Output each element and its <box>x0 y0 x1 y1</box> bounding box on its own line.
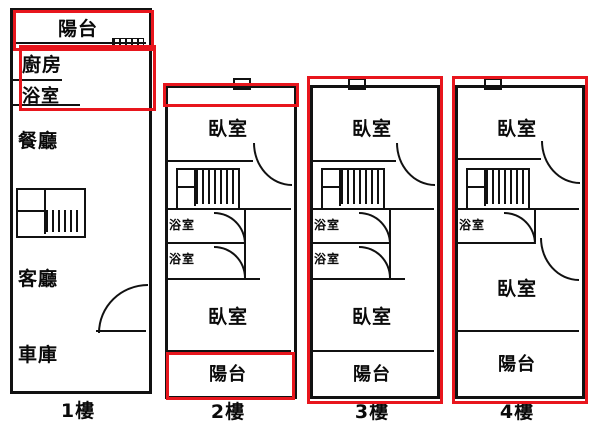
floor2-bedroom2-wall <box>165 278 260 280</box>
room-label-bathroom-2: 浴室 <box>314 252 341 266</box>
floor3-bath-divider-wall <box>310 242 390 244</box>
floor3-stairs-divider <box>339 168 341 206</box>
floor2-stairs-treads <box>196 170 234 204</box>
floor1-kitchen-wall <box>10 79 62 81</box>
floor4-stairs-step-line <box>466 186 484 188</box>
floor4-bath-bottom-wall <box>455 242 535 244</box>
floor2-hall-wall <box>165 208 291 210</box>
floor1-stairs-outline <box>16 188 86 238</box>
floor1-kitchen-bathroom-highlight <box>19 45 156 111</box>
floor3-bedroom-wall <box>310 160 396 162</box>
floor-label-1: 1樓 <box>60 400 96 422</box>
room-label-bedroom-bottom: 臥室 <box>351 306 392 328</box>
floor4-stairs-treads <box>486 170 524 204</box>
room-label-bedroom-bottom: 臥室 <box>207 306 248 328</box>
floor3-roof-tick <box>348 78 366 90</box>
room-label-balcony: 陽台 <box>57 18 98 40</box>
floor2-bath-side-wall <box>244 208 246 280</box>
floor3-hall-wall <box>310 208 434 210</box>
room-label-bathroom-1: 浴室 <box>314 218 341 232</box>
floor3-balcony-wall <box>310 350 434 352</box>
room-label-living: 客廳 <box>18 268 59 290</box>
floor2-bath-divider-wall <box>165 242 245 244</box>
room-label-bathroom-1: 浴室 <box>169 218 196 232</box>
floor2-stairs-divider <box>194 168 196 206</box>
room-label-bathroom-2: 浴室 <box>169 252 196 266</box>
floor-label-3: 3樓 <box>354 401 390 423</box>
floor1-bathroom-wall <box>10 104 80 106</box>
floor3-bedroom2-wall <box>310 278 405 280</box>
floor2-bedroom-wall <box>165 160 253 162</box>
floor4-full-highlight <box>452 76 588 404</box>
floor4-hall-wall <box>455 208 579 210</box>
floor1-balcony-highlight <box>13 10 154 51</box>
floor2-top-highlight <box>163 83 299 107</box>
floor4-stairs-divider <box>484 168 486 206</box>
floor2-balcony-wall <box>165 350 291 352</box>
room-label-bedroom-middle: 臥室 <box>496 278 537 300</box>
floor4-bath-side-wall <box>534 208 536 242</box>
room-label-bedroom-top: 臥室 <box>496 118 537 140</box>
room-label-balcony: 陽台 <box>353 364 391 385</box>
room-label-kitchen: 廚房 <box>22 54 63 76</box>
floor1-stairs-step-line <box>16 210 46 212</box>
room-label-dining: 餐廳 <box>18 130 59 152</box>
floor3-bath-side-wall <box>389 208 391 280</box>
room-label-bathroom: 浴室 <box>459 218 486 232</box>
room-label-balcony: 陽台 <box>209 364 247 385</box>
floor3-full-highlight <box>307 76 443 404</box>
floor-label-4: 4樓 <box>499 401 535 423</box>
room-label-bedroom-top: 臥室 <box>351 118 392 140</box>
floor1-stairs-treads <box>46 210 80 232</box>
floor-label-2: 2樓 <box>210 401 246 423</box>
floor2-stairs-step-line <box>176 186 194 188</box>
room-label-bedroom-top: 臥室 <box>207 118 248 140</box>
room-label-garage: 車庫 <box>18 344 59 366</box>
floor2-balcony-highlight <box>166 352 295 400</box>
room-label-bathroom: 浴室 <box>22 86 60 107</box>
floor3-stairs-step-line <box>321 186 339 188</box>
floor1-garage-wall <box>96 330 146 332</box>
floor3-stairs-treads <box>341 170 379 204</box>
room-label-balcony: 陽台 <box>498 354 536 375</box>
floor4-bedroom-wall <box>455 158 541 160</box>
floor4-balcony-wall <box>455 330 579 332</box>
floor4-roof-tick <box>484 78 502 90</box>
floor1-outer-wall <box>10 8 152 394</box>
floor1-balcony-wall <box>10 42 146 44</box>
